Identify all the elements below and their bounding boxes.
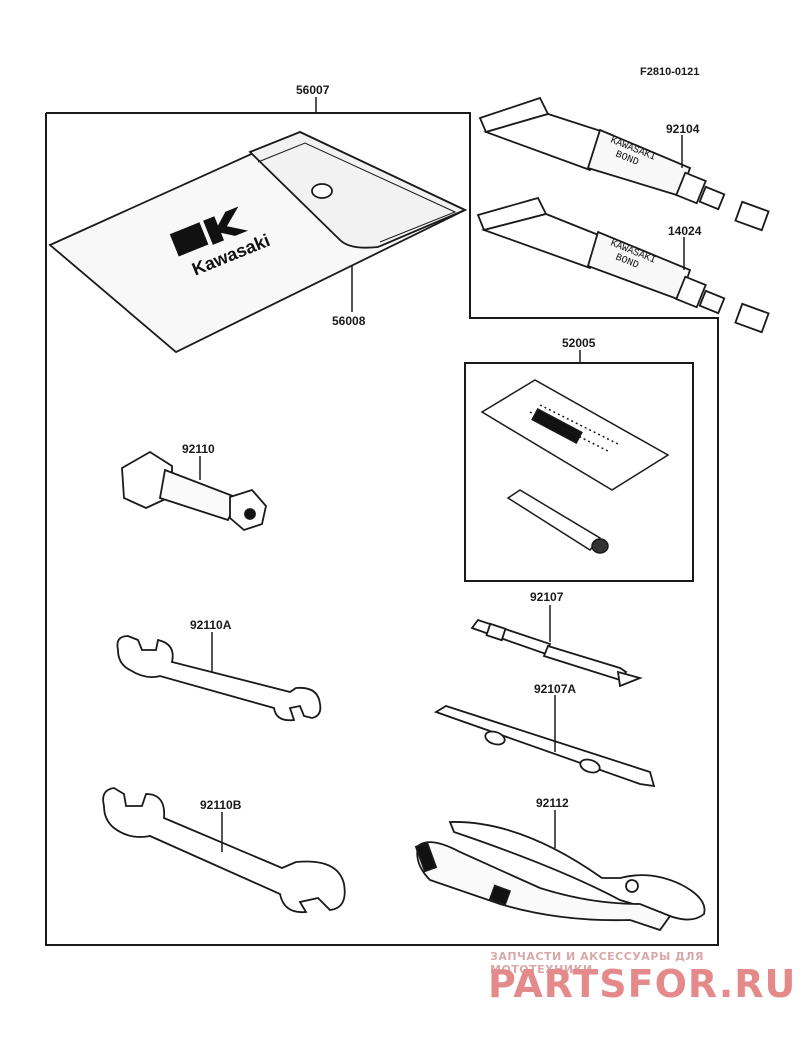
repair-kit-tube: [506, 489, 609, 554]
part-label-56008: 56008: [332, 314, 366, 328]
part-label-92107: 92107: [530, 590, 564, 604]
screwdriver-a-illustration: [433, 695, 656, 788]
part-label-14024: 14024: [668, 224, 702, 238]
repair-kit-box: [464, 362, 694, 582]
part-label-92110: 92110: [182, 442, 215, 456]
tool-bag-illustration: [48, 131, 468, 354]
part-label-92104: 92104: [666, 122, 700, 136]
tool-kit-outline: [45, 112, 719, 946]
repair-kit-envelope: [480, 379, 670, 491]
part-label-56007: 56007: [296, 83, 330, 97]
bond-tube-b-illustration: [476, 196, 770, 334]
part-label-92112: 92112: [536, 796, 569, 810]
screwdriver-illustration: [470, 605, 643, 688]
wrench-a-illustration: [116, 632, 322, 722]
part-label-92110b: 92110B: [200, 798, 242, 812]
part-label-92110a: 92110A: [190, 618, 232, 632]
bond-tube-a-illustration: [478, 96, 770, 232]
plug-wrench-illustration: [121, 450, 267, 532]
part-label-92107a: 92107A: [534, 682, 577, 696]
wrench-b-illustration: [102, 787, 346, 914]
watermark-site: PARTSFOR.RU: [488, 962, 797, 1006]
part-label-52005: 52005: [562, 336, 596, 350]
diagram-ref-code: F2810-0121: [640, 66, 700, 78]
pliers-illustration: [414, 810, 706, 932]
watermark-tagline: ЗАПЧАСТИ И АКСЕССУАРЫ ДЛЯ МОТОТЕХНИКИ: [490, 950, 705, 976]
